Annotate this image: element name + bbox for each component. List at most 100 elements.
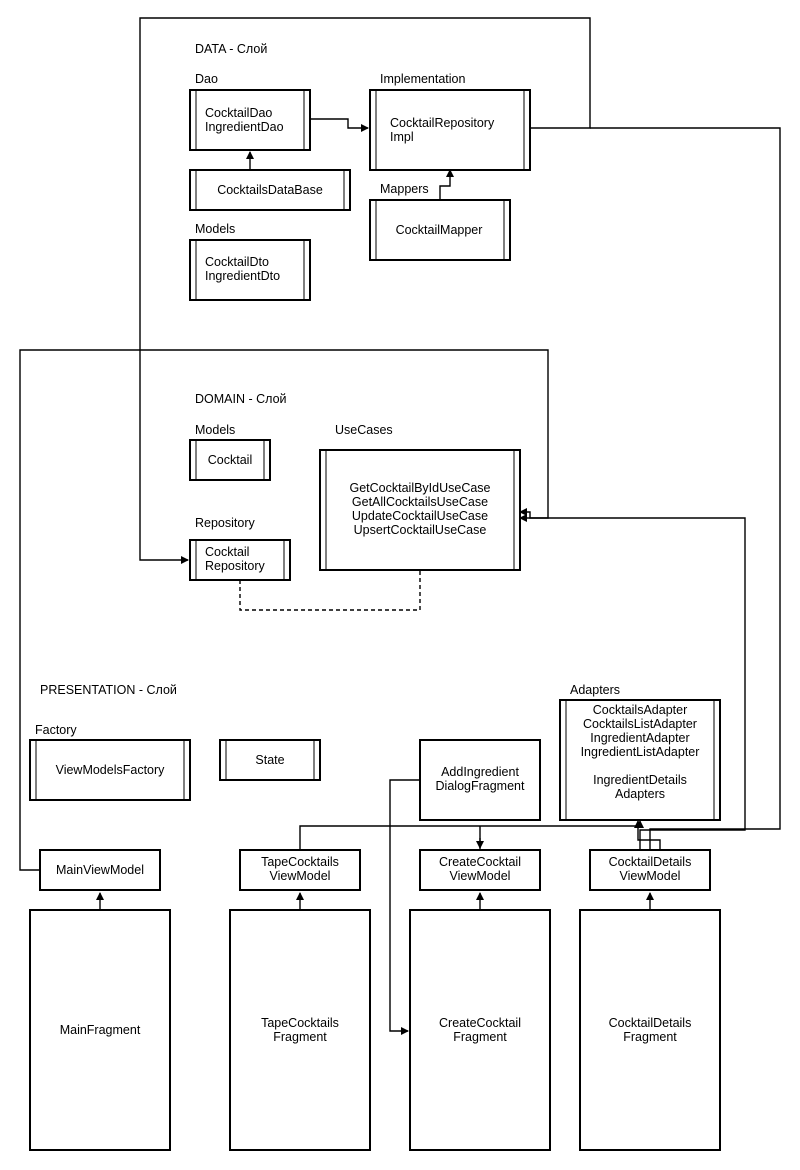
cocktails-database-box-label-line: CocktailsDataBase <box>217 183 323 197</box>
repository-group-label: Repository <box>195 516 255 530</box>
viewmodels-factory-box: ViewModelsFactory <box>29 739 191 801</box>
addingredient-to-createfragment-connector <box>389 779 420 1035</box>
usecases-box-label-line: UpsertCocktailUseCase <box>354 523 487 537</box>
main-viewmodel-box-frame <box>39 849 161 891</box>
state-box: State <box>219 739 321 781</box>
create-viewmodel-box-label-line: CreateCocktail <box>439 855 521 869</box>
cocktail-mapper-box-label-line: CocktailMapper <box>396 223 483 237</box>
details-fragment-box-frame <box>579 909 721 1151</box>
tape-viewmodel-box-label-line: ViewModel <box>270 869 331 883</box>
create-viewmodel-box-label-line: ViewModel <box>450 869 511 883</box>
usecases-box-frame <box>319 449 521 571</box>
repository-impl-box-frame <box>369 89 531 171</box>
cocktails-database-box-frame <box>189 169 351 211</box>
dto-box-label-line: IngredientDto <box>205 269 280 283</box>
adapters-group-label: Adapters <box>570 683 620 697</box>
cocktail-model-box-frame <box>189 439 271 481</box>
data-layer-title: DATA - Слой <box>195 42 267 56</box>
adapters-box-label-line: IngredientListAdapter <box>581 745 700 759</box>
state-box-label-line: State <box>255 753 284 767</box>
main-fragment-box-frame <box>29 909 171 1151</box>
main-viewmodel-box: MainViewModel <box>39 849 161 891</box>
usecases-box-label-line: GetAllCocktailsUseCase <box>352 495 488 509</box>
create-viewmodel-box-frame <box>419 849 541 891</box>
details-fragment-box-label-line: CocktailDetails <box>609 1016 692 1030</box>
adapters-box-frame <box>559 699 721 821</box>
mappers-group-label: Mappers <box>380 182 429 196</box>
adapters-box-label-line: CocktailsAdapter <box>593 703 688 717</box>
tape-viewmodel-box-frame <box>239 849 361 891</box>
cocktails-database-box: CocktailsDataBase <box>189 169 351 211</box>
connectors <box>19 17 781 1035</box>
add-ingredient-dialog-box-label-line: AddIngredient <box>441 765 519 779</box>
tapevm-to-create-connector <box>299 820 644 850</box>
cocktail-mapper-box: CocktailMapper <box>369 199 511 261</box>
dto-box-frame <box>189 239 311 301</box>
tape-viewmodel-box-label-line: TapeCocktails <box>261 855 339 869</box>
add-ingredient-dialog-box-label-line: DialogFragment <box>436 779 525 793</box>
dao-box-label-line: IngredientDao <box>205 120 284 134</box>
usecases-box-label-line: UpdateCocktailUseCase <box>352 509 488 523</box>
dto-box-label-line: CocktailDto <box>205 255 269 269</box>
factory-group-label: Factory <box>35 723 77 737</box>
dao-box-label-line: CocktailDao <box>205 106 272 120</box>
main-fragment-box-label-line: MainFragment <box>60 1023 141 1037</box>
detailsvm-to-usecases-connector <box>519 514 746 850</box>
detailsvm-to-adapters-connector <box>634 820 661 850</box>
repository-impl-box-label-line: CocktailRepository <box>390 116 495 130</box>
adapters-box-label-line: CocktailsListAdapter <box>583 717 697 731</box>
create-fragment-box-frame <box>409 909 551 1151</box>
dao-to-impl-connector <box>310 118 369 132</box>
add-ingredient-dialog-box-frame <box>419 739 541 821</box>
details-fragment-box-label-line: Fragment <box>623 1030 677 1044</box>
tape-fragment-box-frame <box>229 909 371 1151</box>
tape-fragment-box-label-line: Fragment <box>273 1030 327 1044</box>
details-viewmodel-box-frame <box>589 849 711 891</box>
cocktail-repository-box: CocktailRepository <box>189 539 291 581</box>
cocktail-model-box-label-line: Cocktail <box>208 453 252 467</box>
viewmodels-factory-box-frame <box>29 739 191 801</box>
state-box-frame <box>219 739 321 781</box>
cocktail-model-box: Cocktail <box>189 439 271 481</box>
implementation-group-label: Implementation <box>380 72 466 86</box>
adapters-box-label-line: IngredientAdapter <box>590 731 689 745</box>
adapters-box-label-line: Adapters <box>615 787 665 801</box>
details-viewmodel-box-label-line: ViewModel <box>620 869 681 883</box>
main-fragment-box: MainFragment <box>29 909 171 1151</box>
labels: DATA - Слой DOMAIN - Слой PRESENTATION -… <box>35 42 620 737</box>
dao-box-frame <box>189 89 311 151</box>
impl-right-loop-connector <box>590 127 781 850</box>
mainviewmodel-to-usecases-connector <box>19 349 549 871</box>
viewmodels-factory-box-label-line: ViewModelsFactory <box>56 763 166 777</box>
data-models-group-label: Models <box>195 222 235 236</box>
repository-impl-box-label-line: Impl <box>390 130 414 144</box>
details-viewmodel-box-label-line: CocktailDetails <box>609 855 692 869</box>
tape-fragment-box-label-line: TapeCocktails <box>261 1016 339 1030</box>
impl-to-repository-connector <box>139 17 591 564</box>
adapters-box-label-line: IngredientDetails <box>593 773 687 787</box>
usecases-box: GetCocktailByIdUseCaseGetAllCocktailsUse… <box>319 449 521 571</box>
domain-models-group-label: Models <box>195 423 235 437</box>
cocktail-repository-box-label-line: Cocktail <box>205 545 249 559</box>
domain-layer-title: DOMAIN - Слой <box>195 392 287 406</box>
create-fragment-box-label-line: CreateCocktail <box>439 1016 521 1030</box>
main-viewmodel-box-label-line: MainViewModel <box>56 863 144 877</box>
presentation-layer-title: PRESENTATION - Слой <box>40 683 177 697</box>
usecases-group-label: UseCases <box>335 423 393 437</box>
repository-usecases-dashed-connector <box>239 570 421 611</box>
cocktail-mapper-box-frame <box>369 199 511 261</box>
create-fragment-box-label-line: Fragment <box>453 1030 507 1044</box>
mapper-to-impl-connector <box>439 169 454 200</box>
cocktail-repository-box-label-line: Repository <box>205 559 265 573</box>
